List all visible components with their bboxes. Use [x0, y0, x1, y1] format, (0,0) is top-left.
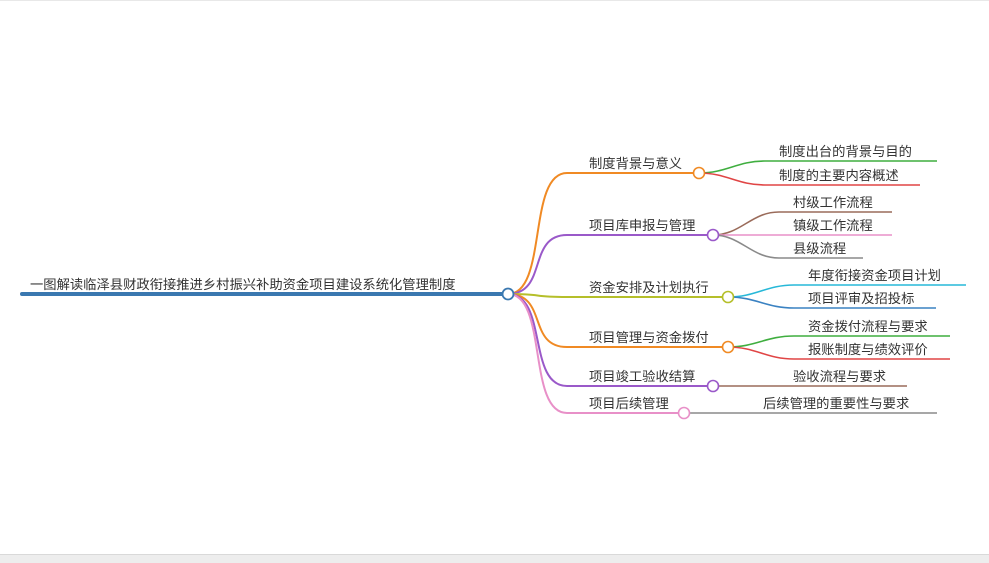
- leaf-label: 制度的主要内容概述: [779, 167, 899, 184]
- branch-label: 资金安排及计划执行: [589, 280, 709, 296]
- leaf-label: 后续管理的重要性与要求: [763, 396, 909, 412]
- labels: 一图解读临泽县财政衔接推进乡村振兴补助资金项目建设系统化管理制度制度背景与意义制…: [30, 144, 941, 412]
- leaf-label: 项目评审及招投标: [808, 291, 914, 307]
- leaf-connector: [727, 335, 950, 348]
- leaf-label: 镇级工作流程: [793, 218, 873, 234]
- branch-connector: [507, 293, 728, 298]
- leaf-connector: [698, 160, 937, 174]
- branch-connector: [507, 293, 684, 414]
- branch-label: 项目后续管理: [589, 396, 669, 412]
- leaf-label: 县级流程: [793, 241, 846, 257]
- leaf-label: 年度衔接资金项目计划: [808, 267, 941, 284]
- leaf-connector: [727, 346, 950, 360]
- leaf-connector: [698, 172, 920, 186]
- nodes: [501, 166, 735, 420]
- branch-connector: [507, 234, 713, 295]
- horizontal-scrollbar[interactable]: [0, 554, 989, 563]
- connectors: [20, 160, 966, 414]
- branch-node: [706, 228, 720, 242]
- leaf-connector: [712, 211, 892, 236]
- branch-connector: [507, 172, 699, 295]
- leaf-connector: [727, 284, 966, 298]
- leaf-label: 验收流程与要求: [793, 369, 886, 385]
- branch-node: [721, 290, 735, 304]
- branch-label: 项目竣工验收结算: [589, 369, 695, 385]
- leaf-label: 制度出台的背景与目的: [779, 144, 912, 160]
- branch-label: 项目库申报与管理: [589, 218, 695, 234]
- root-node: [501, 287, 515, 301]
- branch-node: [721, 340, 735, 354]
- leaf-label: 报账制度与绩效评价: [808, 342, 928, 358]
- branch-connector: [507, 293, 728, 348]
- leaf-label: 村级工作流程: [793, 195, 873, 211]
- leaf-label: 资金拨付流程与要求: [808, 319, 928, 335]
- branch-node: [692, 166, 706, 180]
- branch-node: [677, 406, 691, 420]
- branch-node: [706, 379, 720, 393]
- leaf-connector: [727, 296, 936, 309]
- leaf-connector: [712, 234, 863, 259]
- branch-label: 项目管理与资金拨付: [589, 330, 709, 346]
- branch-label: 制度背景与意义: [589, 155, 682, 172]
- root-title: 一图解读临泽县财政衔接推进乡村振兴补助资金项目建设系统化管理制度: [30, 276, 456, 293]
- top-border: [0, 0, 989, 1]
